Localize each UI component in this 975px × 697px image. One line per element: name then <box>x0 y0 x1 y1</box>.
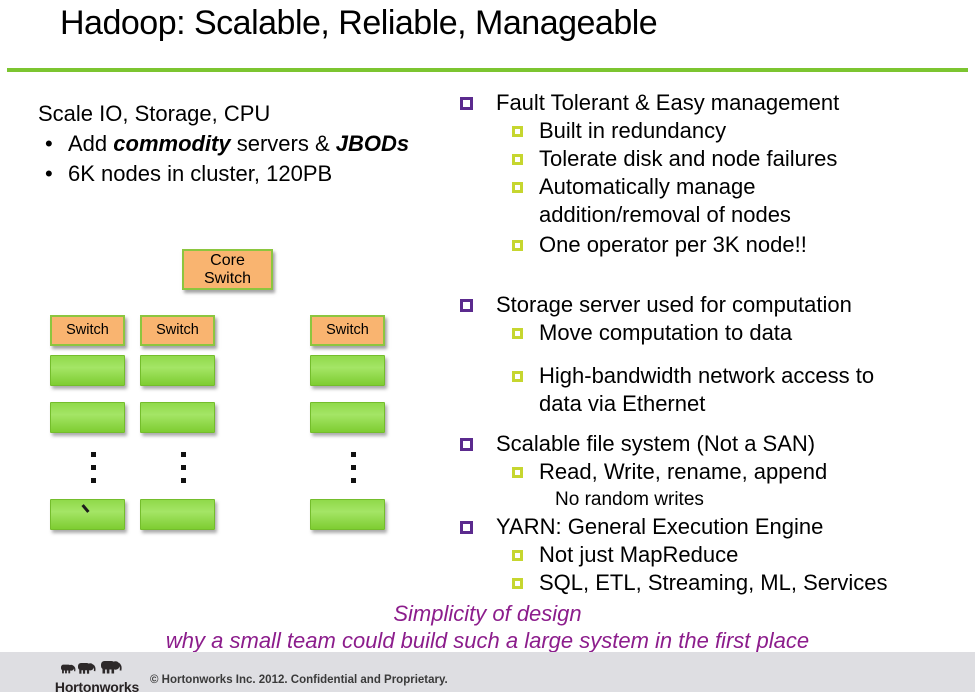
ellipsis-dot-icon <box>181 465 186 470</box>
bullet-dot-icon: • <box>45 161 53 186</box>
square-bullet-icon <box>460 97 473 110</box>
list-item: Move computation to data <box>455 319 965 347</box>
list-item: Scalable file system (Not a SAN) <box>455 430 965 458</box>
server-node-box <box>50 355 125 386</box>
switch-label: Switch <box>156 322 199 338</box>
core-switch-box: Core Switch <box>182 249 273 290</box>
square-bullet-icon <box>512 126 523 137</box>
right-panel: Fault Tolerant & Easy management Built i… <box>455 89 965 597</box>
list-item: One operator per 3K node!! <box>455 231 965 259</box>
title-underline-rule <box>7 68 968 72</box>
switch-box: Switch <box>50 315 125 346</box>
core-switch-label: Core <box>210 251 245 269</box>
ellipsis-dot-icon <box>91 465 96 470</box>
ellipsis-dot-icon <box>181 452 186 457</box>
server-node-box <box>310 402 385 433</box>
square-bullet-icon <box>512 240 523 251</box>
left-heading: Scale IO, Storage, CPU <box>38 101 271 126</box>
list-item-text: 6K nodes in cluster, 120PB <box>68 161 333 186</box>
switch-label: Switch <box>66 322 109 338</box>
ellipsis-dot-icon <box>91 452 96 457</box>
square-bullet-icon <box>512 578 523 589</box>
slide-title: Hadoop: Scalable, Reliable, Manageable <box>60 4 658 42</box>
server-node-box <box>50 499 125 530</box>
server-node-box <box>310 499 385 530</box>
server-node-box <box>140 355 215 386</box>
list-item: High-bandwidth network access to data vi… <box>455 362 965 418</box>
ellipsis-dot-icon <box>351 465 356 470</box>
list-item: Storage server used for computation <box>455 291 965 319</box>
list-item: Automatically manage addition/removal of… <box>455 173 965 229</box>
server-node-box <box>310 355 385 386</box>
square-bullet-icon <box>512 371 523 382</box>
switch-box: Switch <box>140 315 215 346</box>
list-item: • 6K nodes in cluster, 120PB <box>38 159 458 189</box>
footnote-line2: why a small team could build such a larg… <box>165 628 810 653</box>
elephants-icon <box>60 660 122 675</box>
switch-label: Switch <box>326 322 369 338</box>
ellipsis-dot-icon <box>351 478 356 483</box>
square-bullet-icon <box>460 438 473 451</box>
list-item: Built in redundancy <box>455 117 965 145</box>
list-item: Fault Tolerant & Easy management <box>455 89 965 117</box>
square-bullet-icon <box>512 328 523 339</box>
ellipsis-dot-icon <box>181 478 186 483</box>
ellipsis-dot-icon <box>91 478 96 483</box>
list-item: Read, Write, rename, append <box>455 458 965 486</box>
square-bullet-icon <box>460 521 473 534</box>
hortonworks-logo: Hortonworks <box>52 658 142 695</box>
square-bullet-icon <box>512 154 523 165</box>
list-item: No random writes <box>555 489 704 510</box>
list-item: • Add commodity servers & JBODs <box>38 129 458 159</box>
switch-box: Switch <box>310 315 385 346</box>
server-node-box <box>140 499 215 530</box>
ellipsis-dot-icon <box>351 452 356 457</box>
square-bullet-icon <box>460 299 473 312</box>
bullet-dot-icon: • <box>45 131 53 156</box>
server-node-box <box>140 402 215 433</box>
square-bullet-icon <box>512 467 523 478</box>
list-item: Not just MapReduce <box>455 541 965 569</box>
square-bullet-icon <box>512 550 523 561</box>
list-item: Tolerate disk and node failures <box>455 145 965 173</box>
list-item: SQL, ETL, Streaming, ML, Services <box>455 569 965 597</box>
core-switch-label: Switch <box>203 269 252 287</box>
footnote: Simplicity of design why a small team co… <box>0 600 975 654</box>
list-item-text: Add commodity servers & JBODs <box>68 131 410 156</box>
list-item: YARN: General Execution Engine <box>455 513 965 541</box>
footer-bar: Hortonworks © Hortonworks Inc. 2012. Con… <box>0 652 975 695</box>
left-panel: Scale IO, Storage, CPU • Add commodity s… <box>38 99 458 189</box>
logo-wordmark: Hortonworks <box>54 679 140 695</box>
server-node-box <box>50 402 125 433</box>
footnote-line1: Simplicity of design <box>393 601 582 626</box>
copyright-text: © Hortonworks Inc. 2012. Confidential an… <box>150 674 448 686</box>
square-bullet-icon <box>512 182 523 193</box>
